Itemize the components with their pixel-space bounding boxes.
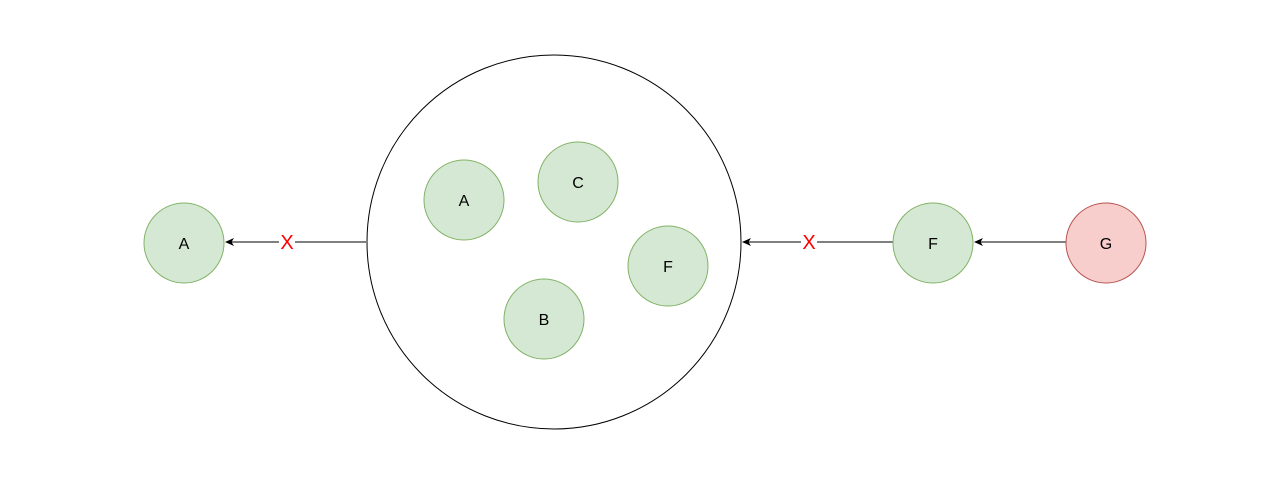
node-outer-a-label: A [179, 236, 190, 253]
node-outer-g-label: G [1100, 236, 1112, 253]
node-inner-a-label: A [459, 193, 470, 210]
blocked-mark-left: X [280, 232, 293, 254]
node-inner-f[interactable]: F [627, 225, 709, 307]
node-inner-c-label: C [572, 175, 584, 192]
node-outer-a[interactable]: A [143, 202, 225, 284]
node-outer-f-label: F [928, 236, 938, 253]
node-outer-g[interactable]: G [1065, 202, 1147, 284]
node-inner-b[interactable]: B [503, 278, 585, 360]
node-inner-c[interactable]: C [537, 141, 619, 223]
node-outer-f[interactable]: F [892, 202, 974, 284]
blocked-mark-right: X [802, 232, 815, 254]
group-circle[interactable] [366, 54, 742, 430]
node-inner-a[interactable]: A [423, 159, 505, 241]
node-inner-b-label: B [539, 312, 550, 329]
node-inner-f-label: F [663, 259, 673, 276]
